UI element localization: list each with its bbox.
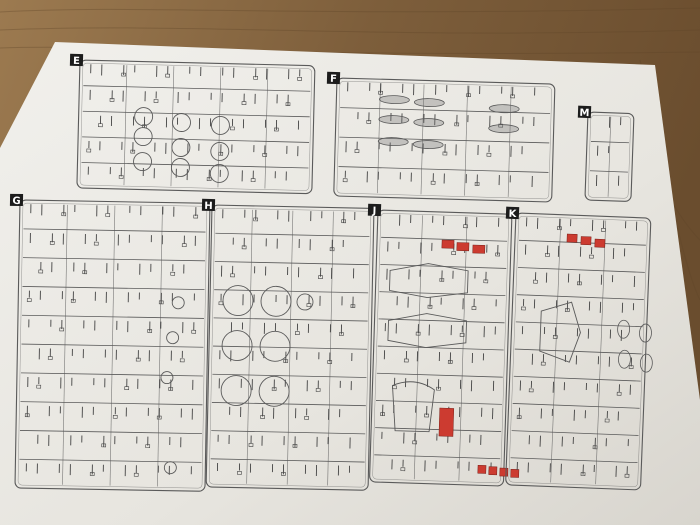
sprue-letter-badge: E: [69, 53, 84, 67]
sprue-parts: [24, 204, 199, 477]
sprue-parts: [86, 64, 302, 183]
sprue-letter: F: [330, 74, 337, 85]
sprue-f: F: [326, 71, 556, 203]
sprue-e: E: [69, 53, 316, 195]
instruction-sheet: [0, 42, 700, 525]
sprue-letter: J: [371, 206, 376, 217]
sprue-parts: [380, 214, 501, 474]
sprue-letter-badge: F: [326, 71, 341, 85]
sprue-letter: H: [204, 201, 213, 212]
sprue-parts: [595, 116, 622, 187]
sprue-letter-badge: H: [201, 198, 216, 212]
sprue-letter-badge: G: [9, 193, 24, 207]
sprue-letter: K: [508, 209, 517, 220]
highlighted-parts: [438, 239, 520, 478]
sprue-g: G: [9, 193, 211, 492]
highlighted-parts: [566, 233, 606, 248]
sprue-letter-badge: K: [505, 206, 520, 220]
sprue-j: J: [367, 203, 520, 487]
sprue-h: H: [201, 198, 375, 491]
sprue-parts: [516, 217, 638, 478]
sprue-letter: G: [12, 196, 20, 207]
sprue-letter-badge: M: [577, 105, 592, 119]
sprue-letter: M: [579, 108, 589, 119]
sprue-parts: [342, 82, 536, 188]
sprue-letter-badge: J: [367, 203, 382, 217]
sprue-letter: E: [73, 56, 80, 67]
sprue-k: K: [505, 206, 653, 491]
sprue-m: M: [577, 105, 635, 202]
